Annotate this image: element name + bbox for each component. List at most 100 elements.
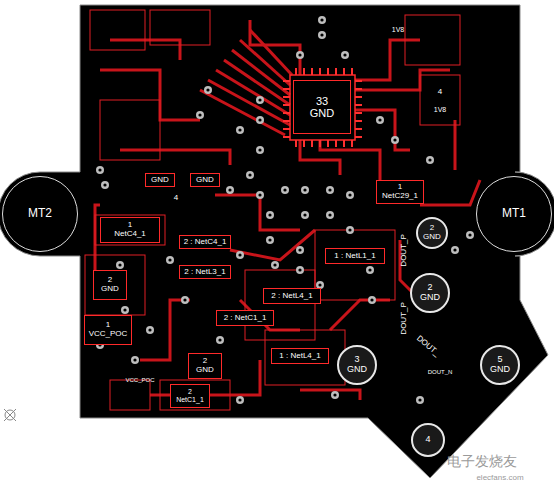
via-ring	[296, 51, 304, 59]
via-ring	[266, 236, 274, 244]
via-hole	[248, 173, 251, 176]
via	[271, 261, 279, 269]
smd-pad: 2NetC1_1	[170, 384, 210, 408]
pad-label: 2	[427, 283, 432, 293]
via	[376, 116, 384, 124]
via	[256, 146, 264, 154]
via-hole	[328, 213, 331, 216]
via	[166, 256, 174, 264]
via	[116, 261, 124, 269]
via	[96, 166, 104, 174]
via-hole	[418, 398, 421, 401]
pad-label: 2	[188, 388, 192, 396]
via-ring	[121, 306, 129, 314]
via-hole	[320, 33, 323, 36]
ic-pin	[343, 68, 345, 75]
silkscreen-label: 1V8	[392, 26, 404, 34]
smd-pad: 1 : NetL1_1	[325, 248, 385, 264]
ic-pin	[327, 68, 329, 75]
ic-pin	[319, 140, 321, 147]
via-ring	[326, 211, 334, 219]
via	[146, 326, 154, 334]
via-hole	[268, 238, 271, 241]
silkscreen-label: 4	[174, 194, 178, 203]
via-ring	[256, 116, 264, 124]
mounting-hole: MT2	[2, 176, 78, 252]
via-hole	[103, 183, 106, 186]
through-hole-pad: 2GND	[410, 273, 450, 313]
pad-label: 1 : NetL4_1	[279, 352, 320, 361]
silkscreen-label: 4	[438, 88, 442, 97]
via-hole	[378, 118, 381, 121]
via	[318, 31, 326, 39]
via-ring	[256, 146, 264, 154]
via-hole	[393, 138, 396, 141]
via-hole	[320, 18, 323, 21]
ic-pin	[355, 88, 362, 90]
smd-pad: 2 : NetL3_1	[179, 265, 230, 280]
ic-pin	[355, 136, 362, 138]
via-hole	[343, 53, 346, 56]
ic-pin	[335, 68, 337, 75]
via	[181, 296, 189, 304]
via-hole	[303, 188, 306, 191]
via-hole	[258, 98, 261, 101]
via-ring	[256, 96, 264, 104]
via	[266, 236, 274, 244]
ic-pin	[283, 120, 290, 122]
via-hole	[218, 338, 221, 341]
via-ring	[341, 51, 349, 59]
watermark: elecfans.com	[476, 474, 523, 483]
via-ring	[116, 261, 124, 269]
via	[296, 51, 304, 59]
via-ring	[236, 126, 244, 134]
board-outline	[0, 5, 554, 478]
via-hole	[283, 188, 286, 191]
ic-pin	[283, 80, 290, 82]
via-ring	[131, 356, 139, 364]
ic-pin	[283, 136, 290, 138]
smd-pad: GND	[190, 173, 220, 188]
via-hole	[258, 193, 261, 196]
pad-label: MT1	[502, 207, 526, 220]
via-hole	[298, 53, 301, 56]
via	[216, 336, 224, 344]
pad-label: GND	[347, 365, 367, 375]
via	[196, 111, 204, 119]
ic-pin	[283, 104, 290, 106]
via	[341, 51, 349, 59]
pad-label: 2 : NetL3_1	[184, 268, 225, 277]
smd-pad: 1NetC4_1	[100, 217, 160, 243]
pad-label: VCC_POC	[89, 330, 128, 339]
via-hole	[328, 188, 331, 191]
pad-label: 2	[203, 357, 207, 366]
via	[368, 296, 376, 304]
pad-label: 1 : NetL1_1	[334, 252, 375, 261]
ic-pin	[351, 140, 353, 147]
ic-pin	[295, 68, 297, 75]
via-hole	[238, 253, 241, 256]
via-hole	[183, 298, 186, 301]
via-hole	[238, 398, 241, 401]
via	[121, 306, 129, 314]
ic-pin	[351, 68, 353, 75]
pad-label: 2 : NetC4_1	[184, 238, 227, 247]
via	[326, 186, 334, 194]
smd-pad: 2GND	[93, 270, 127, 300]
via	[256, 191, 264, 199]
copper-pours	[85, 10, 460, 410]
via-hole	[318, 283, 321, 286]
via-ring	[281, 186, 289, 194]
via	[346, 191, 354, 199]
smd-pad: GND	[145, 173, 175, 188]
via	[301, 186, 309, 194]
pad-label: NetC29_1	[382, 192, 418, 201]
pad-label: 2 : NetL4_1	[271, 292, 312, 301]
via-hole	[238, 128, 241, 131]
via-hole	[198, 113, 201, 116]
via-hole	[273, 263, 276, 266]
ic-pin	[355, 128, 362, 130]
pad-label: GND	[101, 285, 119, 294]
via-ring	[301, 186, 309, 194]
